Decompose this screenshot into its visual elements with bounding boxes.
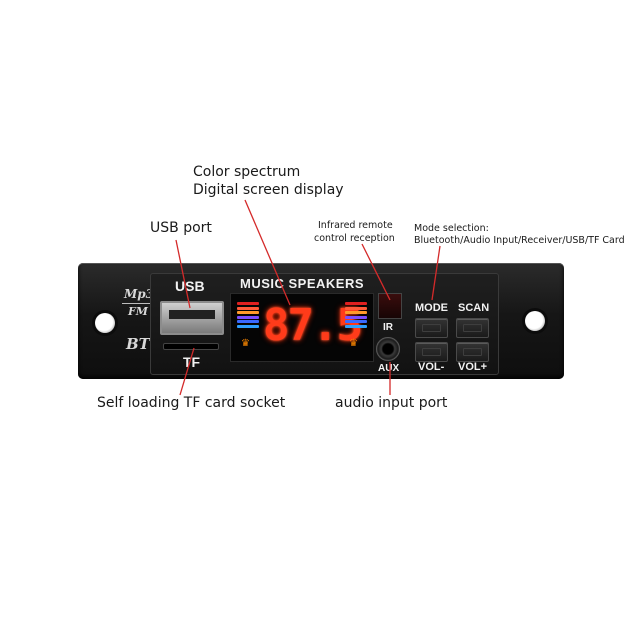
- spectrum-right: [345, 302, 367, 329]
- ir-receiver: [378, 293, 402, 319]
- line-mode: [431, 245, 441, 301]
- aux-jack[interactable]: [376, 337, 400, 361]
- line-usb: [175, 239, 191, 309]
- mp3-module-panel: Mp3 FM BT USB TF MUSIC SPEAKERS ♛ 87.5 ♛…: [78, 263, 564, 379]
- usb-port[interactable]: [160, 301, 224, 335]
- vol-minus-label: VOL-: [418, 361, 445, 373]
- callout-mode-line2: Bluetooth/Audio Input/Receiver/USB/TF Ca…: [414, 235, 625, 246]
- logo-bt: BT: [126, 335, 150, 353]
- crown-icon-right: ♛: [349, 338, 358, 349]
- mode-label: MODE: [415, 302, 448, 314]
- callout-tf-socket: Self loading TF card socket: [97, 395, 286, 411]
- line-tf: [179, 347, 195, 396]
- usb-label: USB: [175, 278, 205, 294]
- callout-digital-screen: Digital screen display: [193, 182, 344, 198]
- callout-audio-input: audio input port: [335, 395, 448, 411]
- logo-mp3: Mp3: [124, 287, 155, 301]
- ir-label: IR: [383, 322, 393, 333]
- mode-button[interactable]: [415, 318, 448, 338]
- vol-plus-button[interactable]: [456, 342, 489, 362]
- callout-usb-port: USB port: [150, 220, 212, 236]
- logo-divider: [122, 303, 152, 304]
- scan-button[interactable]: [456, 318, 489, 338]
- callout-infrared-line1: Infrared remote: [318, 220, 393, 231]
- aux-label: AUX: [378, 363, 400, 374]
- tf-card-slot[interactable]: [163, 343, 219, 350]
- vol-plus-label: VOL+: [458, 361, 488, 373]
- line-screen: [244, 199, 291, 306]
- spectrum-left: [237, 302, 259, 329]
- logo-fm: FM: [128, 305, 148, 318]
- led-display: ♛ 87.5 ♛: [230, 293, 374, 362]
- callout-color-spectrum: Color spectrum: [193, 164, 301, 180]
- line-infrared: [361, 243, 391, 301]
- callout-mode-line1: Mode selection:: [414, 223, 489, 234]
- left-mount-hole: [95, 313, 115, 333]
- scan-label: SCAN: [458, 302, 490, 314]
- crown-icon-left: ♛: [241, 338, 250, 349]
- panel-title: MUSIC SPEAKERS: [240, 276, 365, 291]
- right-mount-hole: [525, 311, 545, 331]
- callout-infrared-line2: control reception: [314, 233, 395, 244]
- tf-label: TF: [183, 354, 201, 370]
- vol-minus-button[interactable]: [415, 342, 448, 362]
